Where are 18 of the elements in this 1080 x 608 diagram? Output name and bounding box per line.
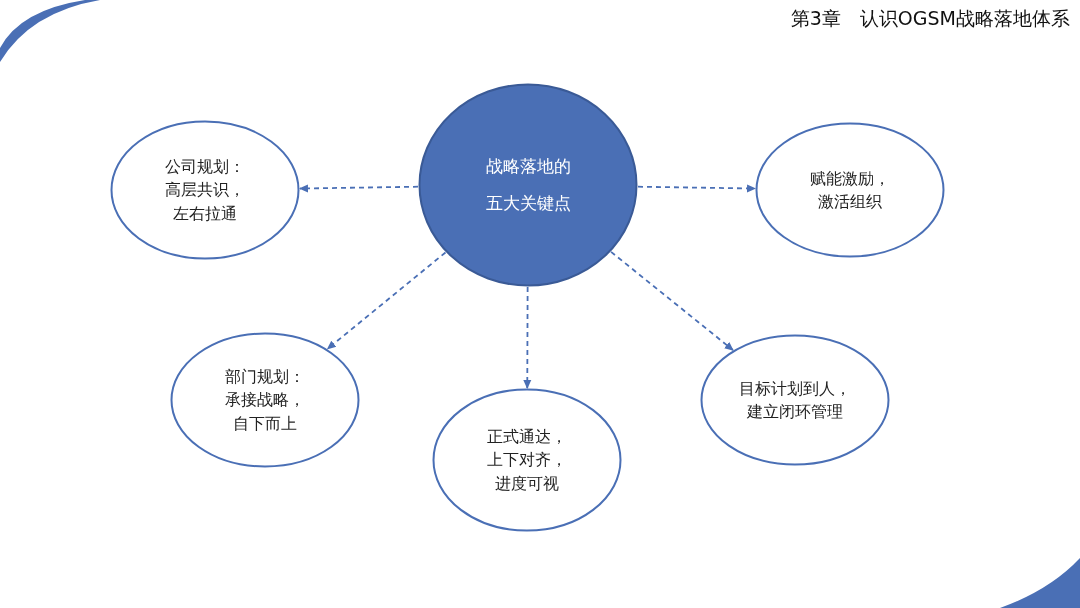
ellipse-node (432, 388, 622, 532)
node-text: 正式通达，上下对齐，进度可视 (486, 426, 568, 495)
node-text: 目标计划到人，建立闭环管理 (738, 377, 852, 423)
dashed-arrow (637, 184, 756, 193)
slide-title: 第3章 认识OGSM战略落地体系 (790, 6, 1070, 31)
ellipse-node (110, 120, 300, 260)
ellipse-node (700, 334, 890, 466)
dashed-arrow (299, 184, 419, 193)
node-text: 赋能激励，激活组织 (809, 167, 891, 213)
dashed-arrow (523, 286, 532, 389)
dashed-arrow (610, 251, 734, 351)
ellipse-node (170, 332, 360, 468)
dashed-arrow (326, 251, 447, 350)
center-circle (418, 83, 638, 287)
node-text: 部门规划：承接战略，自下而上 (224, 366, 306, 435)
ellipse-node (755, 122, 945, 258)
node-text: 公司规划：高层共识，左右拉通 (164, 156, 246, 225)
node-text: 战略落地的五大关键点 (484, 154, 572, 215)
